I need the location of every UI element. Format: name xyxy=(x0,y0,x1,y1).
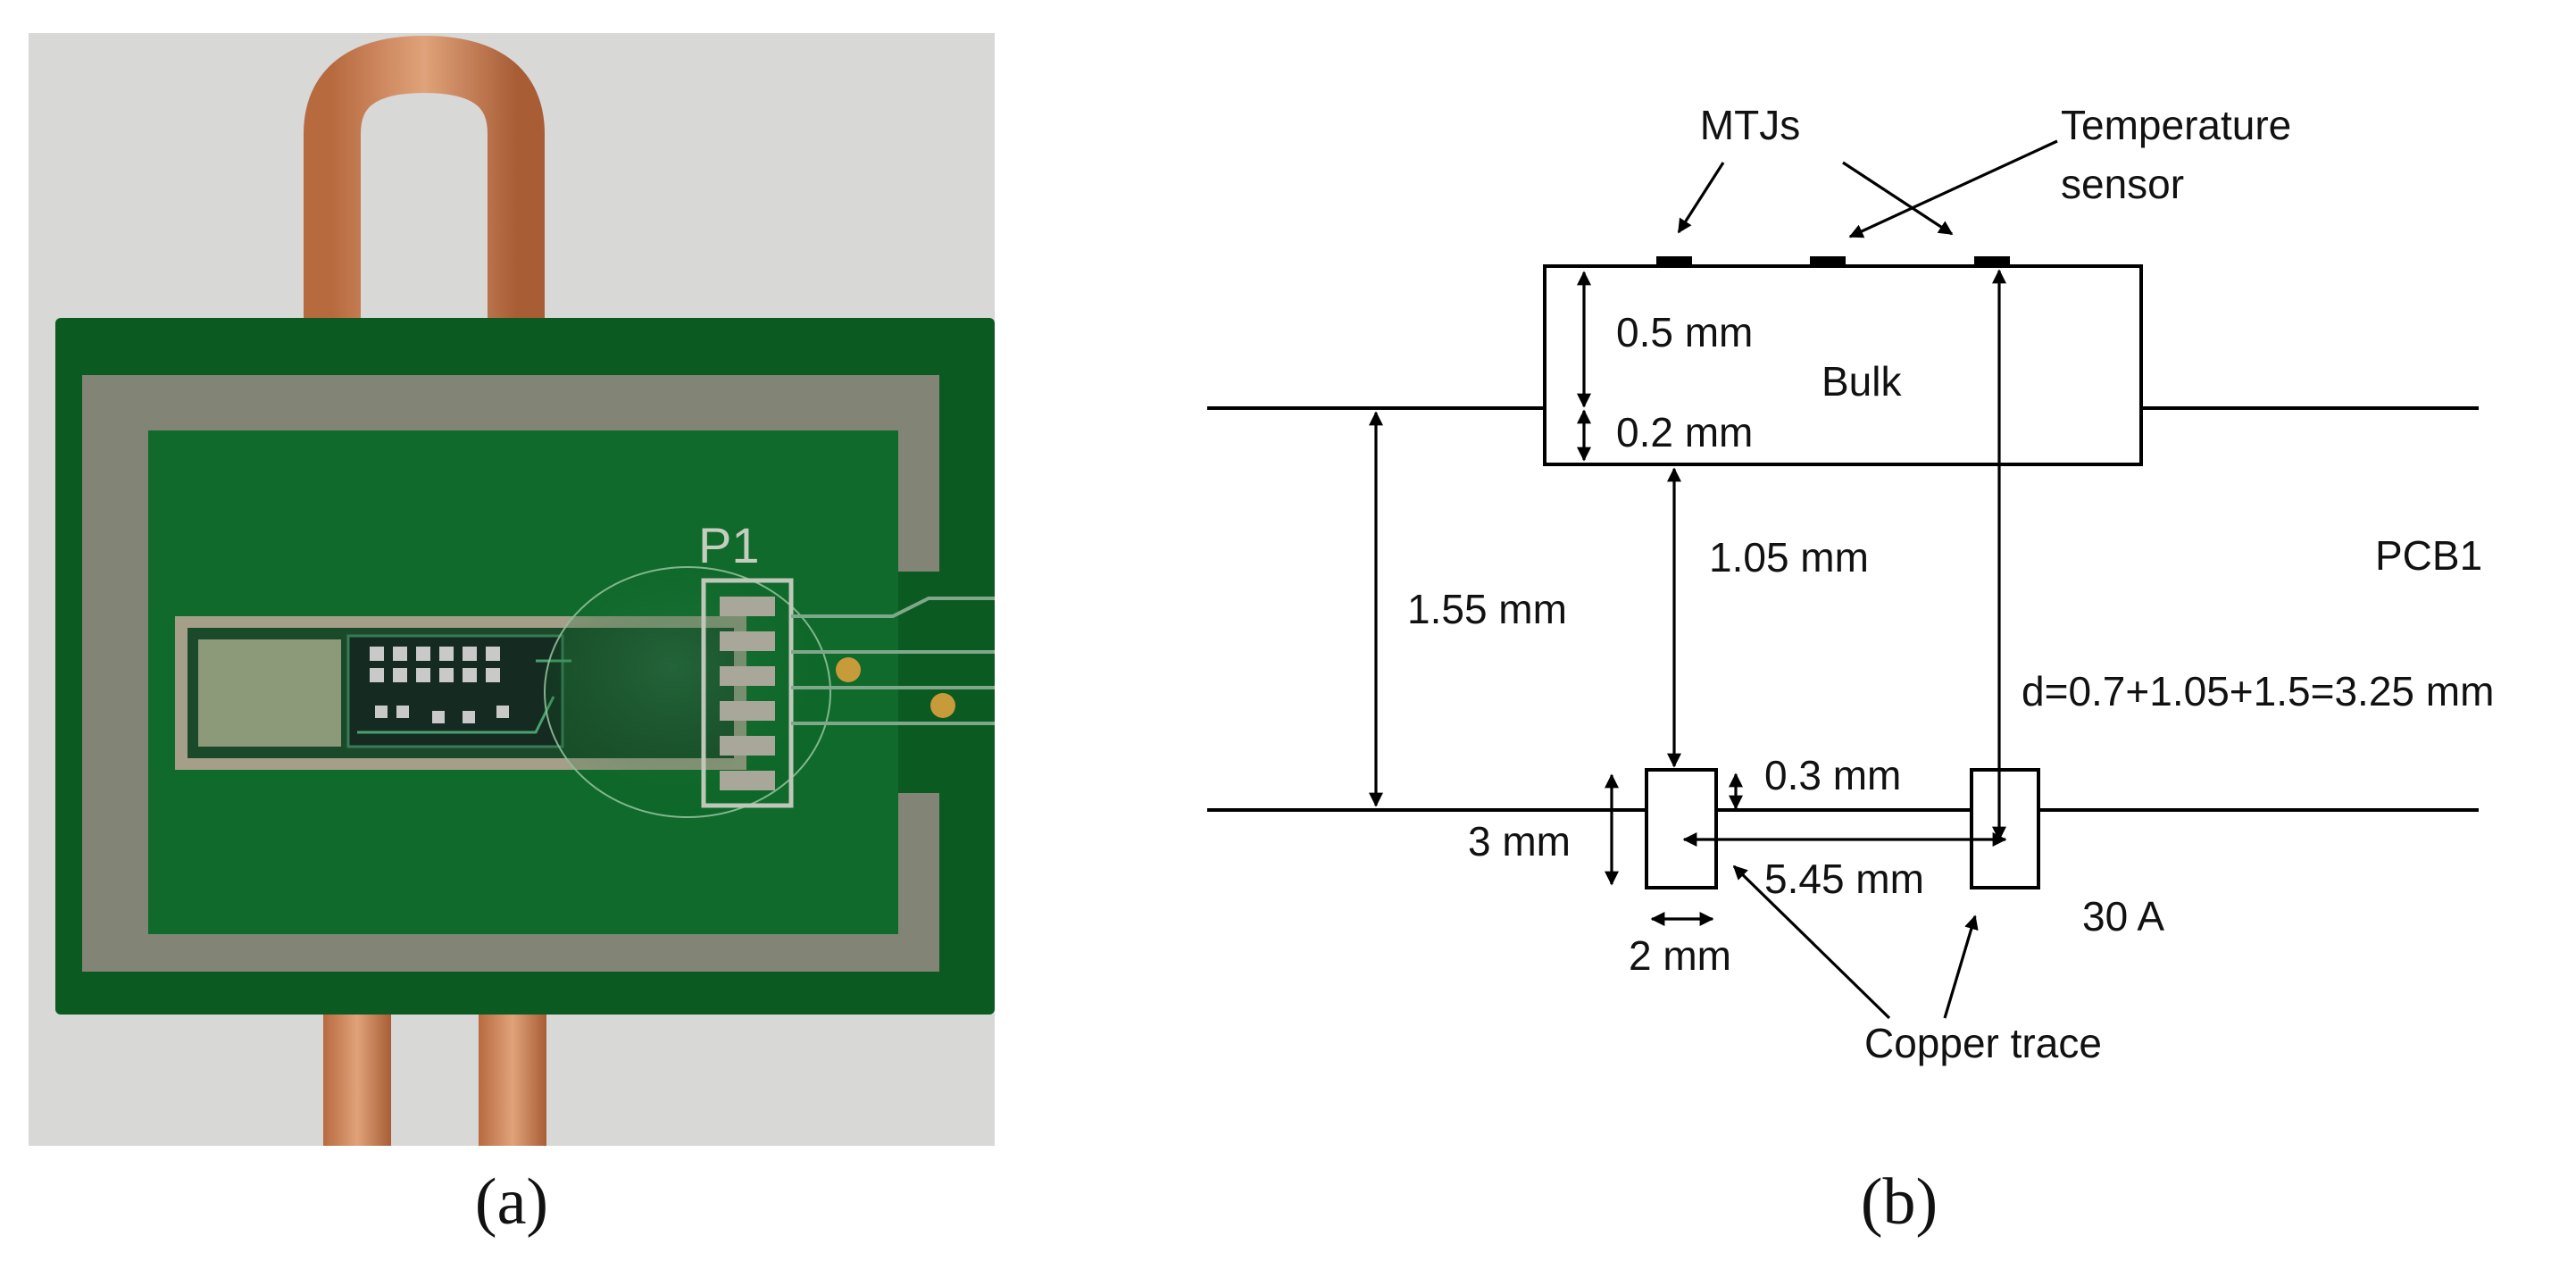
p1-connector xyxy=(701,578,794,808)
label-bulk: Bulk xyxy=(1822,358,1902,405)
caption-b: (b) xyxy=(1861,1165,1938,1239)
label-30a: 30 A xyxy=(2082,893,2164,939)
pointer-copper-right xyxy=(1943,914,1979,1019)
copper-trace-left xyxy=(1645,768,1718,889)
epoxy-drop xyxy=(544,566,831,818)
chip-bulk-pad xyxy=(198,639,341,747)
pcb-leads xyxy=(791,597,995,725)
mtj-element-1 xyxy=(1656,256,1692,268)
copper-bar-leg-right xyxy=(479,1000,546,1146)
mtj-pads xyxy=(370,647,509,723)
label-d-formula: d=0.7+1.05+1.5=3.25 mm xyxy=(2022,668,2494,714)
copper-trace-right xyxy=(1970,768,2040,889)
label-0.3mm: 0.3 mm xyxy=(1764,752,1901,798)
via-1 xyxy=(836,657,861,682)
via-2 xyxy=(930,693,955,718)
p1-pads xyxy=(720,597,775,790)
copper-bar-leg-left xyxy=(323,1000,391,1146)
label-pcb1: PCB1 xyxy=(2375,532,2482,579)
label-mtjs: MTJs xyxy=(1700,102,1800,148)
label-1.05mm: 1.05 mm xyxy=(1709,534,1869,580)
pointer-mtj-2 xyxy=(1842,161,1954,236)
mtj-element-2 xyxy=(1974,256,2010,268)
label-temperature: Temperature xyxy=(2061,102,2291,148)
copper-bar-loop xyxy=(304,35,545,322)
pointer-temperature-sensor xyxy=(1848,139,2058,238)
pointer-copper-left xyxy=(1732,864,1891,1020)
panel-b-diagram: MTJs Temperature sensor 0.5 mm Bulk 0.2 … xyxy=(1207,102,2494,1066)
label-3mm: 3 mm xyxy=(1468,818,1571,864)
label-0.2mm: 0.2 mm xyxy=(1616,409,1753,455)
panel-a-photo: P1 xyxy=(29,33,995,1146)
label-0.5mm: 0.5 mm xyxy=(1616,309,1753,355)
label-5.45mm: 5.45 mm xyxy=(1764,856,1924,902)
temperature-sensor-element xyxy=(1810,256,1846,268)
label-sensor: sensor xyxy=(2061,161,2184,207)
label-1.55mm: 1.55 mm xyxy=(1407,586,1567,632)
caption-a: (a) xyxy=(475,1165,548,1239)
label-copper-trace: Copper trace xyxy=(1864,1020,2102,1066)
silkscreen-p1: P1 xyxy=(698,517,760,573)
label-2mm: 2 mm xyxy=(1629,932,1731,979)
pointer-mtj-1 xyxy=(1677,162,1725,234)
